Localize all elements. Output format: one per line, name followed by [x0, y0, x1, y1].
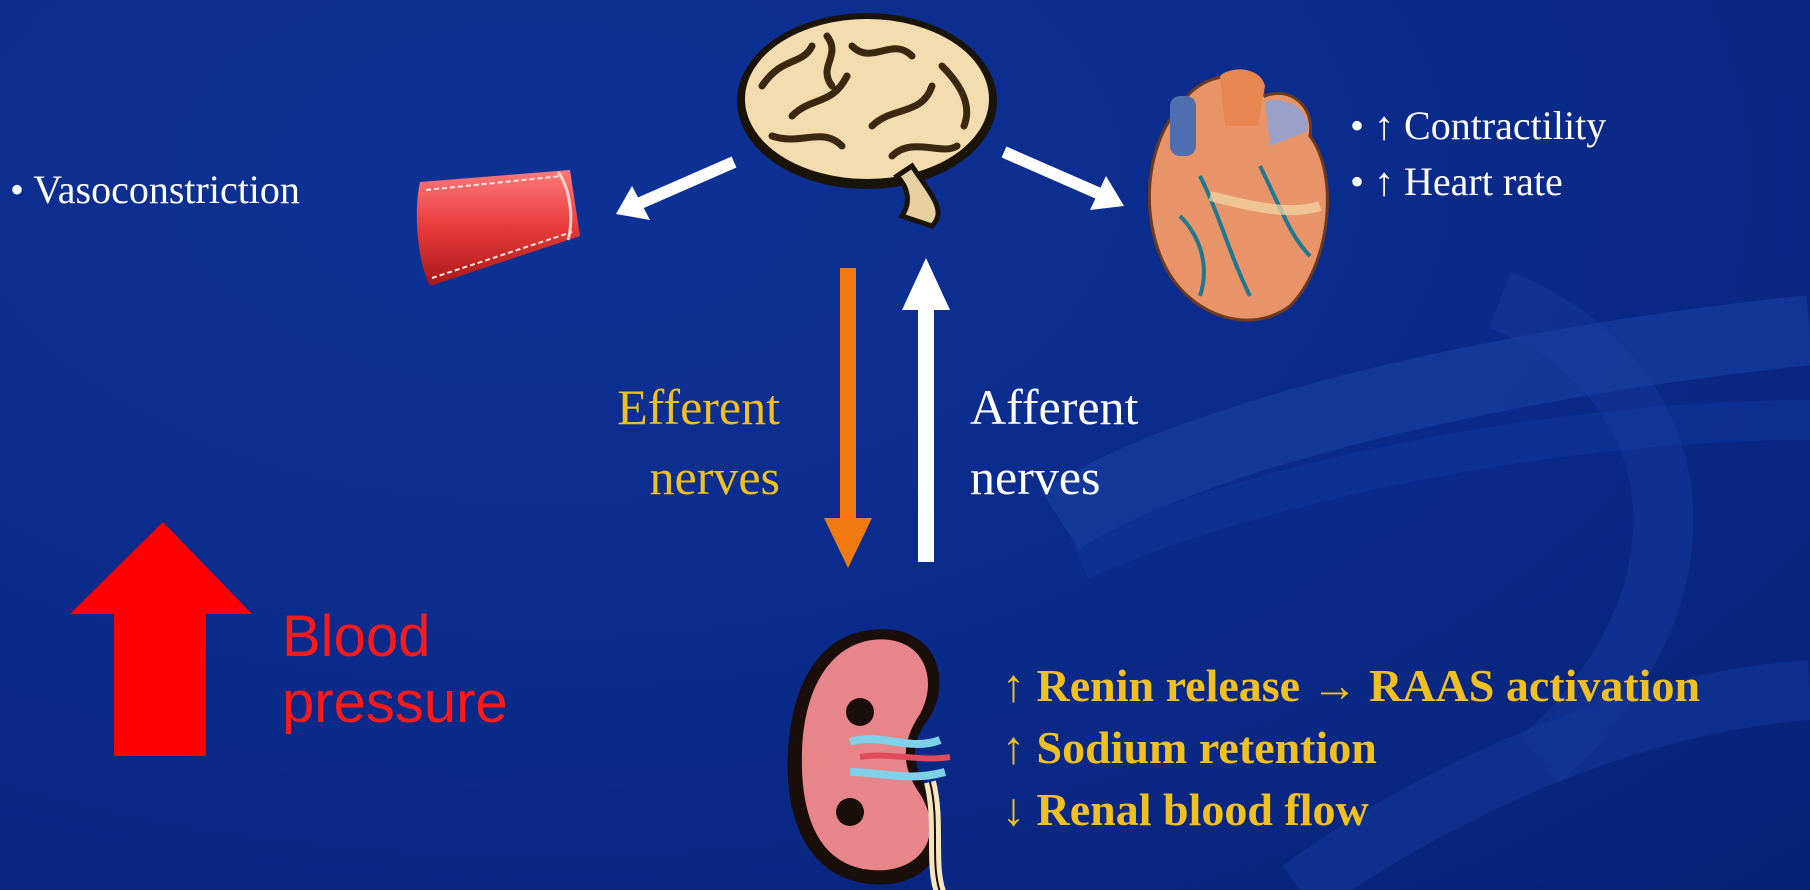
heart-rate-item: • ↑ Heart rate [1350, 154, 1606, 210]
renal-flow-item: ↓ Renal blood flow [1002, 779, 1700, 841]
vessel-effect-list: • Vasoconstriction [10, 162, 300, 218]
bullet-dot: • [1350, 159, 1364, 204]
up-arrow-glyph: ↑ [1374, 159, 1394, 204]
contractility-item: • ↑ Contractility [1350, 98, 1606, 154]
arrow-to-vessel [610, 150, 750, 230]
bullet-dot: • [1350, 103, 1364, 148]
renal-flow-text: Renal blood flow [1037, 784, 1369, 835]
raas-text: RAAS activation [1369, 660, 1700, 711]
vasoconstriction-item: • Vasoconstriction [10, 162, 300, 218]
bullet-dot: • [10, 167, 24, 212]
down-arrow-glyph: ↓ [1002, 784, 1025, 835]
kidney-icon [780, 622, 980, 890]
renin-text: Renin release [1037, 660, 1301, 711]
kidney-effect-list: ↑ Renin release → RAAS activation ↑ Sodi… [1002, 655, 1700, 841]
blood-pressure-up-arrow [68, 520, 258, 760]
up-arrow-glyph: ↑ [1374, 103, 1394, 148]
vasoconstriction-text: Vasoconstriction [33, 167, 300, 212]
brain-icon [732, 6, 1002, 236]
heart-icon [1140, 66, 1340, 326]
heart-rate-text: Heart rate [1404, 159, 1563, 204]
up-arrow-glyph: ↑ [1002, 722, 1025, 773]
contractility-text: Contractility [1404, 103, 1606, 148]
right-arrow-glyph: → [1312, 660, 1358, 711]
afferent-line2: nerves [970, 442, 1138, 512]
efferent-line2: nerves [617, 442, 780, 512]
afferent-arrow-up [896, 254, 956, 564]
sodium-text: Sodium retention [1037, 722, 1377, 773]
heart-effect-list: • ↑ Contractility • ↑ Heart rate [1350, 98, 1606, 210]
renin-item: ↑ Renin release → RAAS activation [1002, 655, 1700, 717]
efferent-arrow-down [818, 268, 878, 568]
sodium-item: ↑ Sodium retention [1002, 717, 1700, 779]
efferent-line1: Efferent [617, 372, 780, 442]
blood-pressure-line1: Blood [282, 604, 508, 670]
blood-pressure-line2: pressure [282, 670, 508, 736]
efferent-label: Efferent nerves [617, 372, 780, 512]
up-arrow-glyph: ↑ [1002, 660, 1025, 711]
afferent-label: Afferent nerves [970, 372, 1138, 512]
blood-pressure-label: Blood pressure [282, 604, 508, 736]
afferent-line1: Afferent [970, 372, 1138, 442]
blood-vessel-icon [412, 168, 582, 288]
arrow-to-heart [1000, 142, 1140, 222]
